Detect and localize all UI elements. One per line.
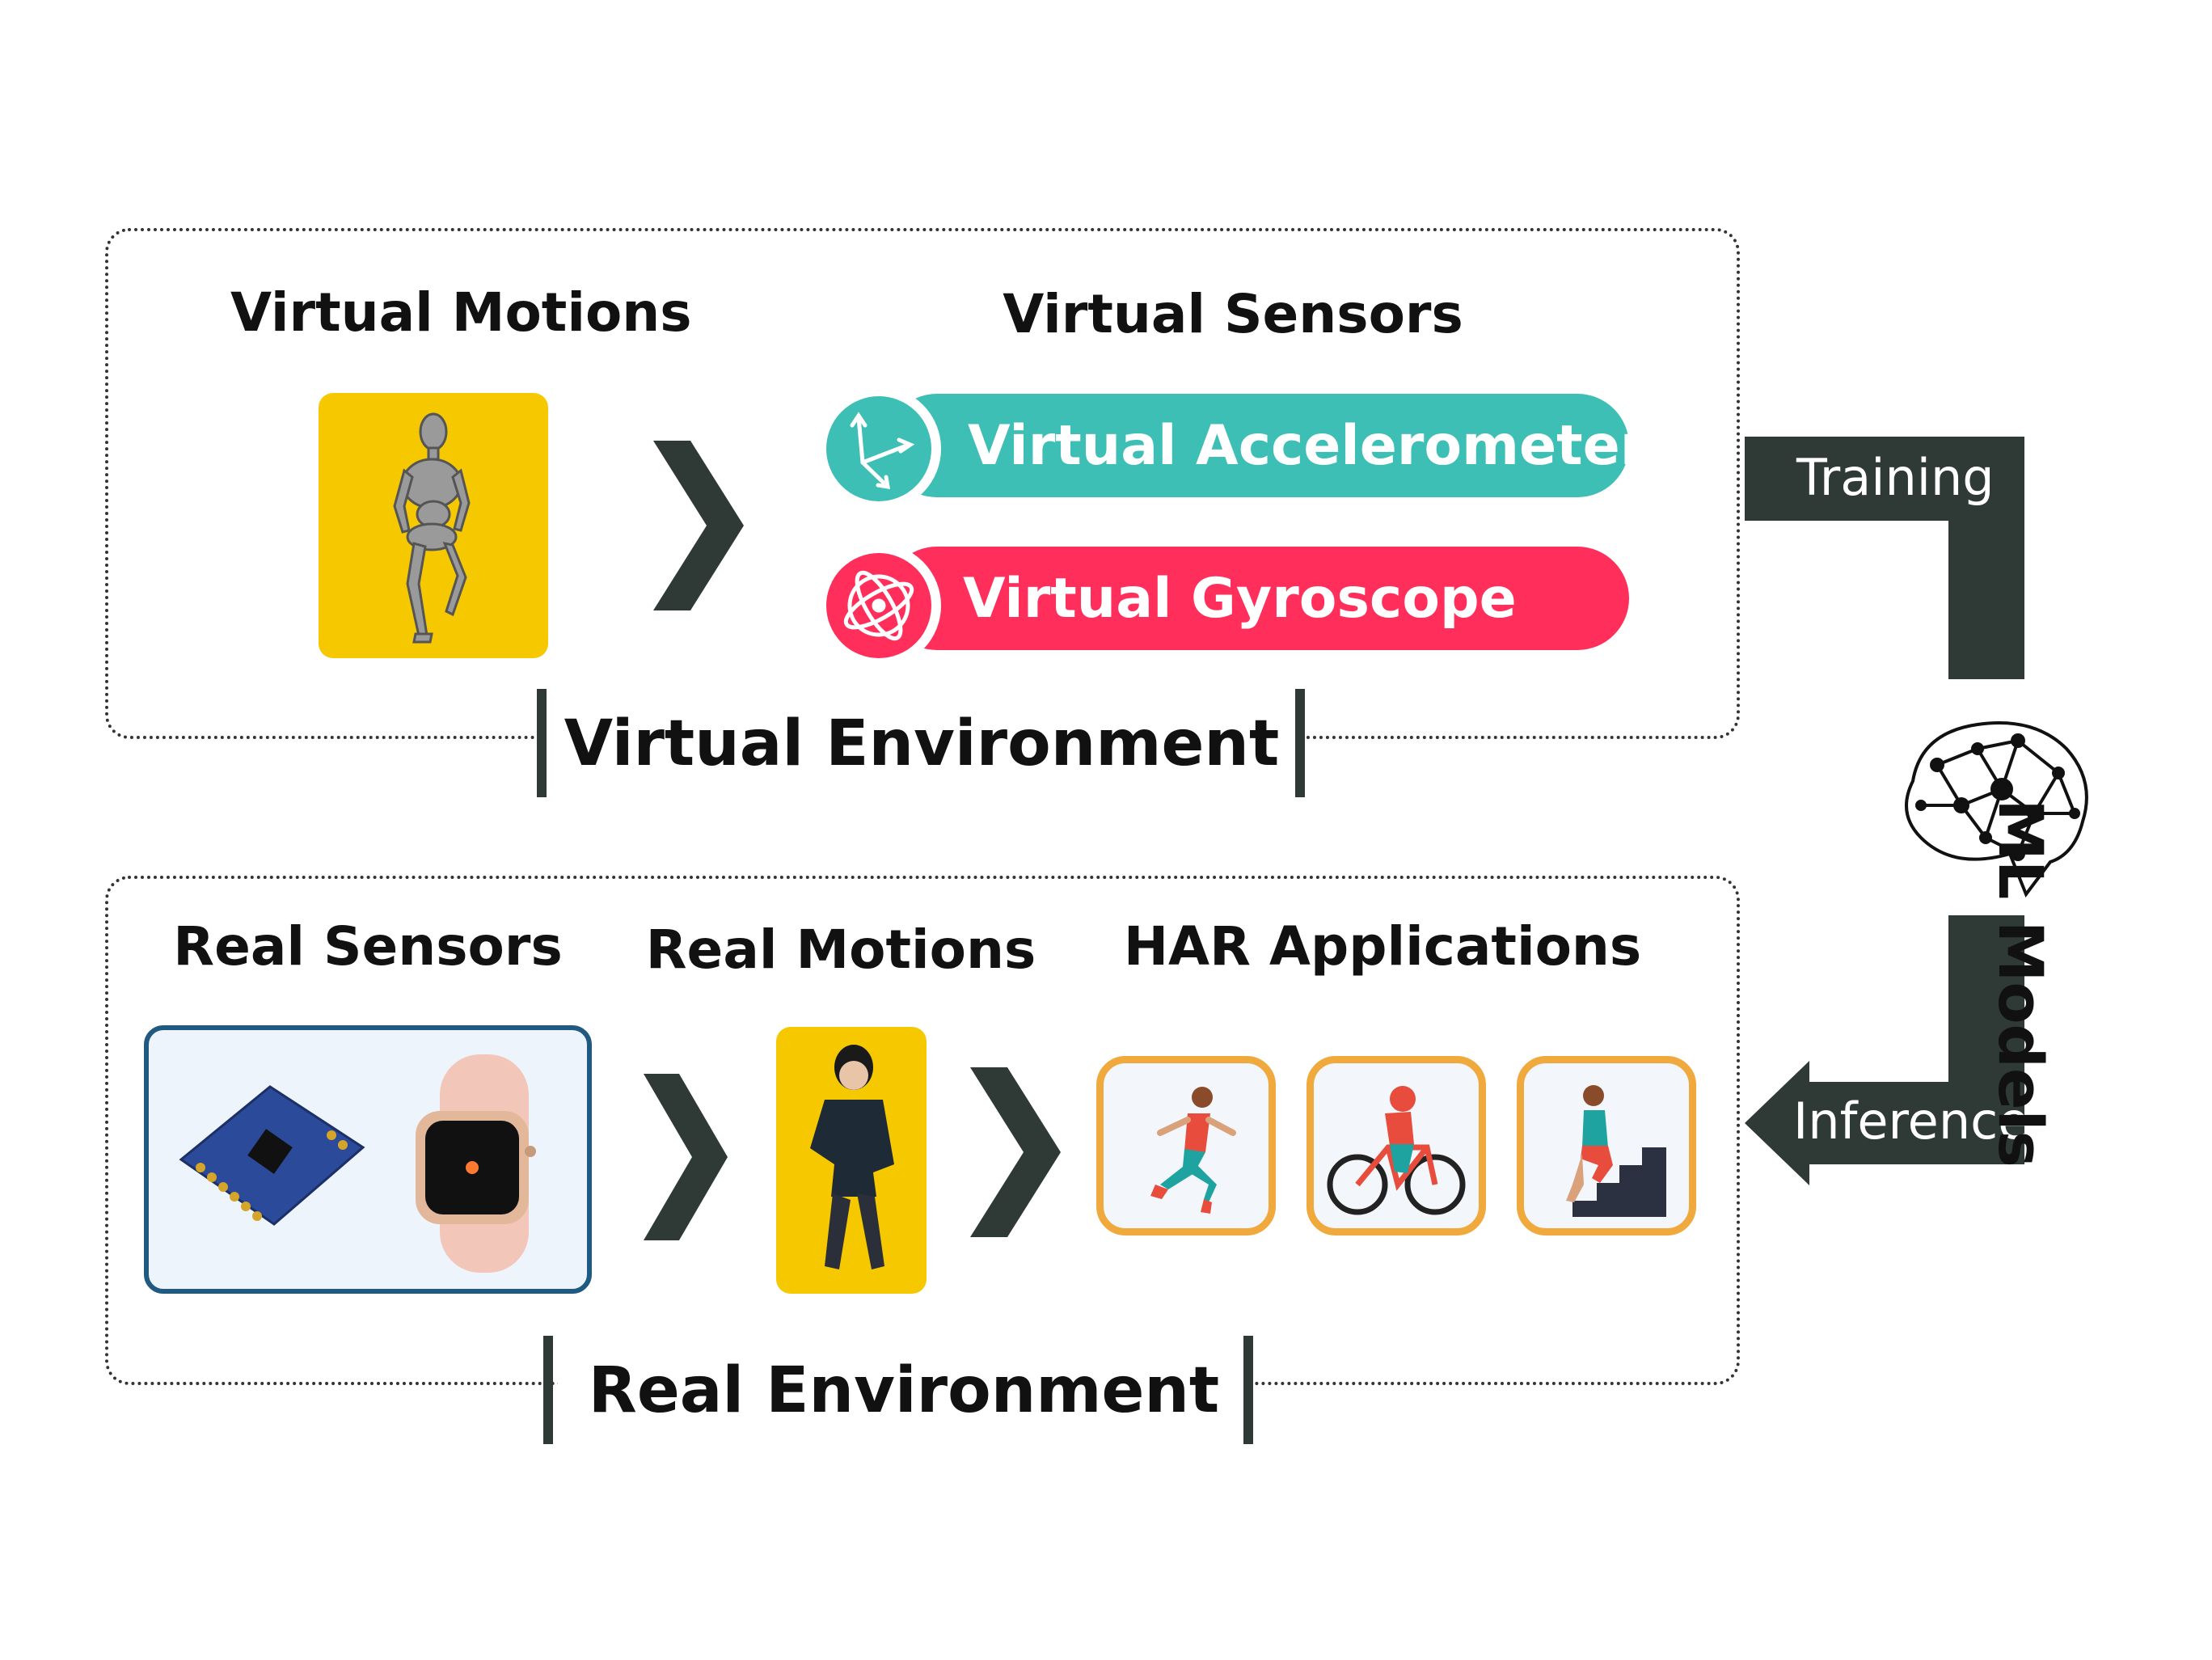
cycling-person-icon — [1327, 1086, 1466, 1215]
gyroscope-icon — [817, 543, 941, 668]
virtual-accelerometer-label: Virtual Accelerometer — [968, 413, 1648, 478]
running-person-icon — [1150, 1087, 1236, 1214]
virtual-gyroscope-pill: Virtual Gyroscope — [885, 547, 1629, 650]
imu-board-icon — [179, 1085, 365, 1226]
arrow-right-icon — [644, 1074, 728, 1240]
virtual-environment-label: Virtual Environment — [547, 702, 1297, 786]
virtual-env-right-bar — [1295, 689, 1305, 797]
inference-label: Inference — [1793, 1092, 2029, 1151]
virtual-accelerometer-pill: Virtual Accelerometer — [885, 394, 1647, 497]
real-environment-label: Real Environment — [558, 1349, 1250, 1433]
virtual-motion-image — [319, 393, 548, 658]
real-sensors-image — [144, 1025, 592, 1294]
smartwatch-icon — [416, 1054, 536, 1273]
arrow-right-icon — [970, 1067, 1061, 1237]
training-flow-arrow-down — [1948, 437, 2024, 679]
virtual-env-left-bar — [537, 689, 547, 797]
real-env-left-bar — [543, 1336, 553, 1444]
virtual-motions-heading: Virtual Motions — [230, 281, 692, 344]
stairs-person-icon — [1566, 1085, 1666, 1217]
walking-person-icon — [810, 1045, 894, 1269]
stairs-activity-card — [1517, 1056, 1696, 1235]
mannequin-icon — [393, 412, 471, 644]
real-motions-heading: Real Motions — [645, 919, 1036, 981]
arrow-right-icon — [653, 441, 744, 610]
real-motion-image — [776, 1027, 927, 1294]
virtual-gyroscope-label: Virtual Gyroscope — [963, 566, 1517, 631]
real-sensors-heading: Real Sensors — [173, 915, 563, 978]
running-activity-card — [1096, 1056, 1276, 1235]
ml-models-label: ML Models — [1985, 799, 2057, 1168]
inference-arrowhead — [1745, 1061, 1809, 1185]
cycling-activity-card — [1307, 1056, 1486, 1235]
axes-icon — [817, 386, 941, 511]
real-env-right-bar — [1243, 1336, 1253, 1444]
training-label: Training — [1796, 448, 1995, 507]
virtual-sensors-heading: Virtual Sensors — [1003, 283, 1463, 345]
har-applications-heading: HAR Applications — [1123, 915, 1642, 978]
inference-flow-arrow — [1808, 1082, 2024, 1164]
brain-network-icon — [1905, 721, 2088, 898]
